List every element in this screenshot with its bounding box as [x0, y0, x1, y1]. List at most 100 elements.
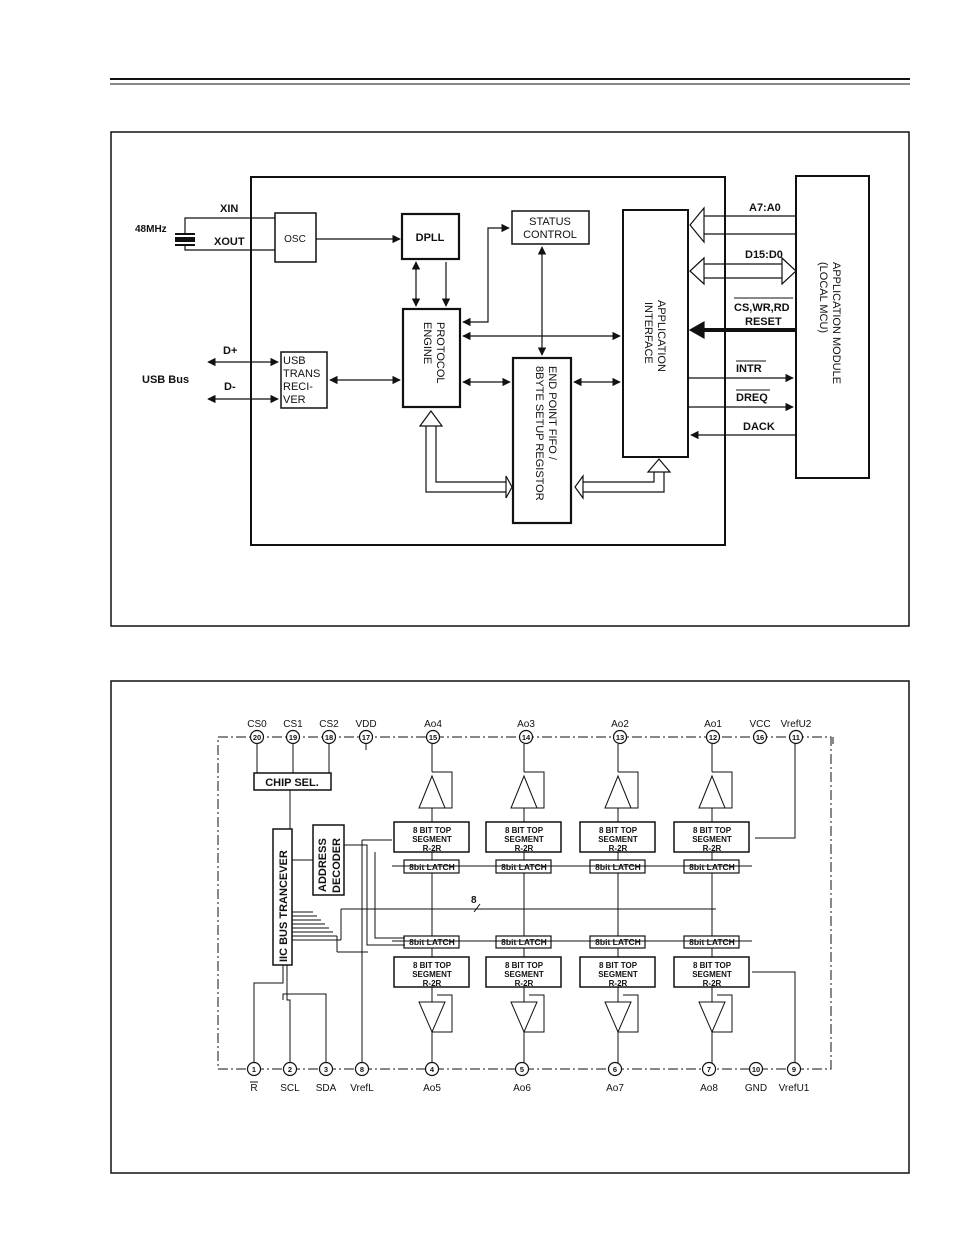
- usb-transceiver-block: [280, 351, 328, 409]
- pin-name: Ao4: [424, 719, 442, 730]
- status-label: STATUS: [529, 216, 571, 228]
- pin-name: SCL: [280, 1083, 300, 1094]
- segment-label: 8 BIT TOP: [413, 826, 452, 835]
- usb-block-diagram: 48MHz XIN XOUT OSC DPLL STATUS CONTROL P…: [110, 131, 910, 627]
- opamp-icon: [510, 1001, 538, 1034]
- pin-name: CS0: [247, 719, 267, 730]
- pin-circle: [701, 1061, 717, 1077]
- segment-label: R-2R: [609, 844, 628, 853]
- pin-number: 11: [792, 733, 800, 742]
- segment-label: R-2R: [515, 844, 534, 853]
- pin-circle: [514, 1061, 530, 1077]
- segment-label: 8 BIT TOP: [693, 961, 732, 970]
- pin-number: 6: [613, 1065, 617, 1074]
- segment-label: R-2R: [423, 844, 442, 853]
- pin-name: CS2: [319, 719, 339, 730]
- pin-circle: [788, 729, 804, 745]
- pin-number: 3: [324, 1065, 328, 1074]
- opamp-icon: [418, 1001, 446, 1034]
- pin-number: 2: [288, 1065, 292, 1074]
- pin-circle: [358, 729, 374, 745]
- pin-name: Ao6: [513, 1083, 531, 1094]
- opamp-icon: [698, 774, 726, 809]
- iic-label: IIC BUS TRANCEVER: [278, 850, 290, 962]
- pin-name: R: [250, 1083, 257, 1094]
- pin-name: Ao5: [423, 1083, 441, 1094]
- segment-label: R-2R: [703, 979, 722, 988]
- chip-select-label: CHIP SEL.: [265, 777, 319, 789]
- reset-label: RESET: [745, 316, 782, 328]
- dminus-label: D-: [224, 381, 236, 393]
- segment-label: SEGMENT: [412, 970, 452, 979]
- latch-label: 8bit LATCH: [501, 937, 547, 947]
- latch-label: 8bit LATCH: [689, 862, 735, 872]
- pin-name: Ao1: [704, 719, 722, 730]
- xout-label: XOUT: [214, 236, 245, 248]
- dreq-label: DREQ: [736, 392, 768, 404]
- latch-label: 8bit LATCH: [501, 862, 547, 872]
- ctrl-label: CS,WR,RD: [734, 302, 790, 314]
- crystal-icon: [175, 217, 275, 251]
- pin-number: 15: [429, 733, 437, 742]
- dpll-label: DPLL: [416, 232, 445, 244]
- latch-label: 8bit LATCH: [595, 937, 641, 947]
- segment-label: R-2R: [423, 979, 442, 988]
- pin-circle: [518, 729, 534, 745]
- application-interface-block: [622, 209, 689, 458]
- pin-circle: [318, 1061, 334, 1077]
- pin-name: Ao2: [611, 719, 629, 730]
- pin-number: 18: [325, 733, 333, 742]
- address-label: ADDRESS: [317, 838, 329, 892]
- fifo-label-1: END POINT FIFO /: [546, 366, 558, 461]
- control-label: CONTROL: [523, 229, 577, 241]
- decoder-label: DECODER: [331, 838, 343, 893]
- pin-name: Ao7: [606, 1083, 624, 1094]
- usb-bus-label: USB Bus: [142, 374, 189, 386]
- pin-name: VDD: [355, 719, 376, 730]
- intr-label: INTR: [736, 363, 762, 375]
- segment-label: R-2R: [609, 979, 628, 988]
- pin-number: 1: [252, 1065, 256, 1074]
- app-module-label-1: APPLICATION MODULE: [830, 262, 842, 384]
- bus-width-label: 8: [471, 895, 477, 906]
- pin-circle: [705, 729, 721, 745]
- pin-name: CS1: [283, 719, 303, 730]
- addr-label: A7:A0: [749, 202, 781, 214]
- segment-label: 8 BIT TOP: [505, 826, 544, 835]
- pin-number: 10: [752, 1065, 760, 1074]
- header-rule: [110, 78, 910, 85]
- segment-label: 8 BIT TOP: [599, 961, 638, 970]
- segment-label: SEGMENT: [692, 835, 732, 844]
- opamp-icon: [604, 1001, 632, 1034]
- segment-label: 8 BIT TOP: [505, 961, 544, 970]
- app-module-label-2: (LOCAL MCU): [817, 262, 829, 333]
- pin-circle: [321, 729, 337, 745]
- segment-label: SEGMENT: [504, 970, 544, 979]
- pin-number: 12: [709, 733, 717, 742]
- segment-label: SEGMENT: [412, 835, 452, 844]
- latch-label: 8bit LATCH: [409, 937, 455, 947]
- pin-name: GND: [745, 1083, 767, 1094]
- latch-label: 8bit LATCH: [689, 937, 735, 947]
- pin-number: 5: [520, 1065, 524, 1074]
- usb-trans-line-1: USB: [283, 355, 306, 367]
- internal-bus-arrows: [418, 409, 672, 500]
- segment-label: SEGMENT: [692, 970, 732, 979]
- engine-label: ENGINE: [421, 322, 433, 364]
- dac-block-diagram: CHIP SEL. IIC BUS TRANCEVER ADDRESS DECO…: [110, 680, 910, 1174]
- pin-circle: [425, 729, 441, 745]
- fifo-block: [511, 356, 573, 525]
- xin-label: XIN: [220, 203, 238, 215]
